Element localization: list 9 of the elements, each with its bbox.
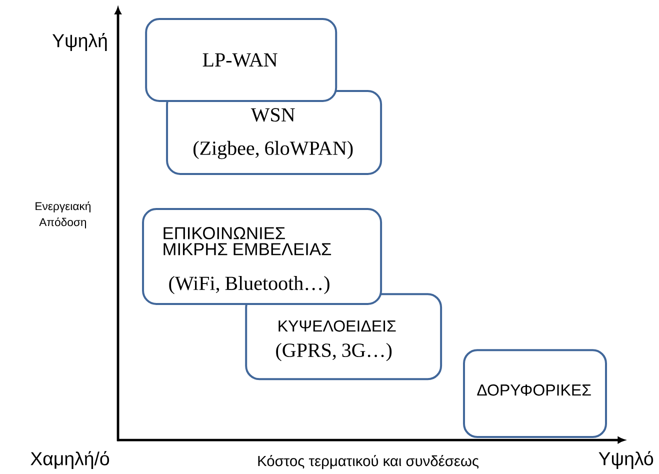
axis-title: Κόστος τερματικού και συνδέσεως bbox=[258, 455, 479, 470]
label-text: Χαμηλή/ό bbox=[30, 451, 110, 469]
label-text: Υψηλό bbox=[598, 451, 654, 469]
label-text: Υψηλή bbox=[52, 33, 107, 51]
axis-title: Ενεργειακή Απόδοση bbox=[36, 202, 90, 228]
rounded-box: ΕΠΙΚΟΙΝΩΝΙΕΣ ΜΙΚΡΗΣ ΕΜΒΕΛΕΙΑΣ (WiFi, Bluetooth…) bbox=[142, 208, 382, 305]
rounded-box: ΚΥΨΕΛΟΕΙΔΕΙΣ (GPRS, 3G…) bbox=[245, 293, 442, 380]
rounded-box: ΔΟΡΥΦΟΡΙΚΕΣ bbox=[463, 349, 607, 438]
rounded-box: LP-WAN bbox=[145, 18, 338, 102]
